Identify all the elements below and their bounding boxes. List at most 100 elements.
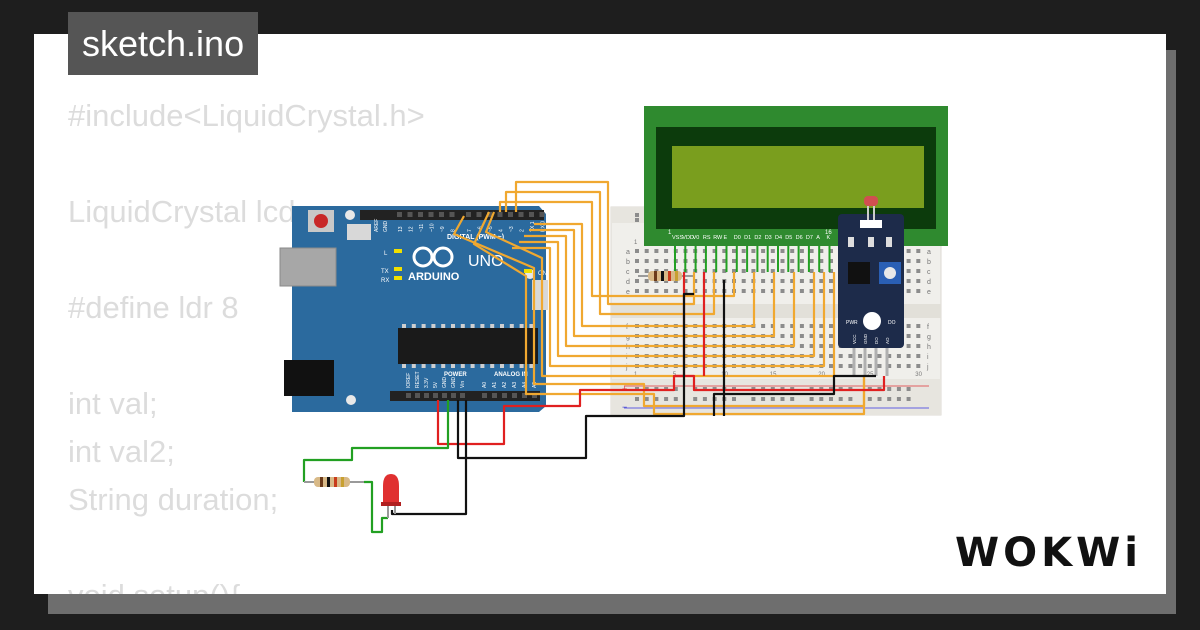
breadboard-bottom-rail bbox=[611, 379, 941, 415]
mount-hole-1 bbox=[345, 210, 355, 220]
led-tx-label: TX bbox=[381, 269, 389, 275]
digital-pin-label: 12 bbox=[409, 226, 415, 232]
digital-pin-label: ~5 bbox=[488, 226, 494, 232]
power-pin-label: GND bbox=[451, 377, 457, 389]
lcd-pin-label: A bbox=[816, 235, 820, 241]
wire bbox=[498, 200, 736, 298]
lcd-pin-label: D7 bbox=[806, 235, 813, 241]
power-label: POWER bbox=[444, 372, 467, 378]
ldr-pin-label: GND bbox=[863, 333, 868, 344]
led-rx bbox=[394, 276, 402, 280]
led-tx bbox=[394, 267, 402, 271]
arduino-brand: ARDUINO bbox=[408, 271, 460, 283]
lcd-pin-legs bbox=[674, 246, 831, 272]
wire bbox=[534, 222, 756, 328]
sketch-filename-tab[interactable]: sketch.ino bbox=[68, 12, 259, 75]
preview-card: #include<LiquidCrystal.h> LiquidCrystal l… bbox=[34, 34, 1166, 594]
row-label: c bbox=[927, 269, 931, 276]
digital-pin-label: RX 0 bbox=[541, 221, 547, 232]
wire bbox=[529, 228, 776, 338]
reset-button bbox=[314, 214, 328, 228]
row-label: a bbox=[626, 249, 630, 256]
row-label: c bbox=[626, 269, 630, 276]
power-pin-label: IOREF bbox=[406, 373, 412, 388]
gnd-label: GND bbox=[383, 221, 389, 233]
row-label: j bbox=[926, 364, 929, 371]
analog-pin-label: A2 bbox=[502, 382, 508, 388]
lcd-pin-first: 1 bbox=[668, 230, 672, 236]
power-pin-label: 3.3V bbox=[424, 377, 430, 388]
digital-pin-label: ~3 bbox=[509, 226, 515, 232]
digital-pin-label: TX 1 bbox=[530, 221, 536, 232]
digital-pin-label: ~9 bbox=[440, 226, 446, 232]
ldr-socket bbox=[860, 220, 882, 228]
wire bbox=[484, 211, 836, 378]
lcd-pin-label: D1 bbox=[744, 235, 751, 241]
wire bbox=[302, 400, 450, 482]
led-on bbox=[524, 269, 532, 273]
led-l-label: L bbox=[384, 251, 388, 257]
digital-pin-label: 8 bbox=[451, 229, 457, 232]
lcd-pin-label: RW bbox=[713, 235, 723, 241]
wokwi-logo: WOKWi bbox=[955, 530, 1142, 576]
row-label: g bbox=[927, 334, 931, 341]
lcd-pin-label: D0 bbox=[734, 235, 741, 241]
arduino-infinity-logo bbox=[412, 246, 454, 268]
lcd-pin-label: D5 bbox=[785, 235, 792, 241]
ldr-pin-label: VCC bbox=[852, 334, 857, 344]
wire bbox=[452, 215, 866, 408]
lcd-pin-label: VSS bbox=[672, 235, 683, 241]
power-pin-label: Vin bbox=[460, 381, 466, 388]
wire bbox=[504, 190, 716, 316]
wire bbox=[390, 400, 468, 516]
row-label: d bbox=[927, 279, 931, 286]
code-line: LiquidCrystal lcd bbox=[68, 194, 296, 229]
row-label: e bbox=[626, 289, 630, 296]
code-line: String duration; bbox=[68, 482, 279, 517]
code-line: int val; bbox=[68, 386, 158, 421]
icsp-header-2 bbox=[532, 280, 548, 310]
lcd-pin-label: D6 bbox=[796, 235, 803, 241]
digital-pin-label: ~11 bbox=[419, 224, 425, 232]
lcd-pin-label: K bbox=[827, 235, 831, 241]
digital-pin-label: ~10 bbox=[430, 223, 436, 232]
analog-pin-label: A0 bbox=[482, 382, 488, 388]
row-label: i bbox=[626, 354, 628, 361]
analog-label: ANALOG IN bbox=[494, 372, 528, 378]
lcd-pin-label: RS bbox=[703, 235, 711, 241]
wire bbox=[514, 180, 696, 306]
led-rx-label: RX bbox=[381, 278, 389, 284]
lcd-pin-label: D2 bbox=[754, 235, 761, 241]
led-l bbox=[394, 249, 402, 253]
mount-hole-3 bbox=[346, 395, 356, 405]
lcd-pin-label: VDD bbox=[682, 235, 694, 241]
usb-port bbox=[279, 247, 337, 287]
power-jack bbox=[284, 360, 334, 396]
wire bbox=[524, 234, 796, 348]
digital-pin-label: 2 bbox=[520, 229, 526, 232]
row-label: e bbox=[927, 289, 931, 296]
column-number: 1 bbox=[634, 240, 638, 246]
power-pin-label: RESET bbox=[415, 371, 421, 388]
circuit-diagram: abcdefghijabcdefghij11551010151520202525… bbox=[279, 106, 948, 534]
row-label: a bbox=[927, 249, 931, 256]
wire bbox=[512, 246, 826, 368]
code-line: int val2; bbox=[68, 434, 175, 469]
wire bbox=[456, 292, 694, 460]
rail-minus-label: − bbox=[622, 402, 627, 412]
analog-pin-label: A1 bbox=[492, 382, 498, 388]
code-line: void setup(){ bbox=[68, 572, 425, 594]
power-pin-label: 5V bbox=[433, 381, 439, 388]
code-line: #include<LiquidCrystal.h> bbox=[68, 98, 425, 133]
ldr-chip bbox=[848, 262, 870, 284]
icsp-header-1 bbox=[347, 224, 371, 240]
red-led bbox=[381, 474, 401, 518]
ldr-pin-label: DO bbox=[874, 337, 879, 344]
ldr-pin-legs bbox=[852, 348, 889, 376]
lcd-pin-label: V0 bbox=[693, 235, 700, 241]
wires bbox=[302, 180, 886, 534]
wire bbox=[712, 374, 876, 416]
digital-pin-label: 7 bbox=[467, 229, 473, 232]
